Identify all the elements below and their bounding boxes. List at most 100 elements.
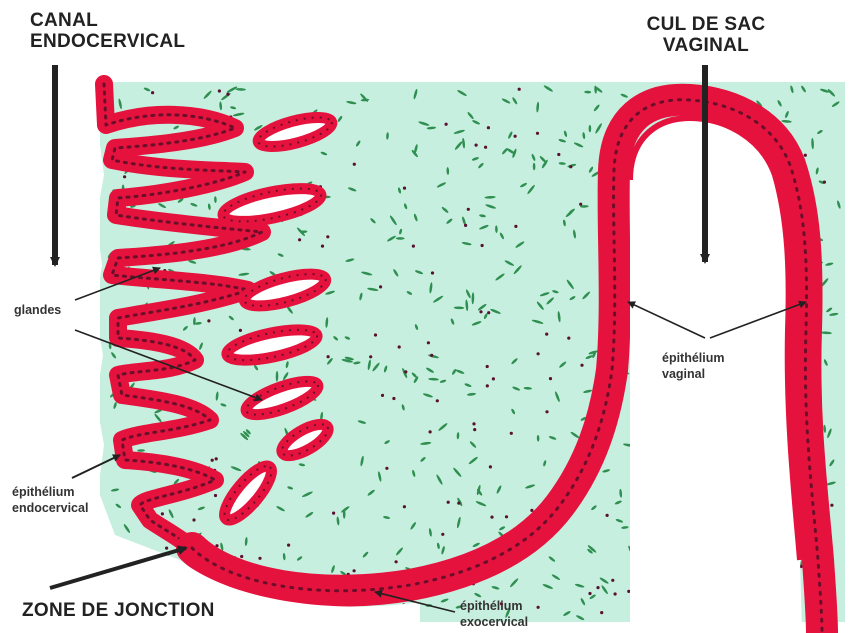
stroma-nucleus — [549, 377, 552, 380]
stroma-nucleus — [214, 494, 217, 497]
stroma-nucleus — [392, 397, 395, 400]
label-line: épithélium — [662, 350, 725, 366]
label-canal-endocervical: CANAL ENDOCERVICAL — [30, 10, 185, 52]
stroma-nucleus — [487, 311, 490, 314]
stroma-nucleus — [823, 181, 826, 184]
stroma-nucleus — [258, 557, 261, 560]
stroma-nucleus — [596, 586, 599, 589]
stroma-nucleus — [353, 569, 356, 572]
stroma-nucleus — [580, 364, 583, 367]
stroma-nucleus — [479, 310, 482, 313]
stroma-nucleus — [369, 355, 372, 358]
label-line: endocervical — [12, 500, 88, 516]
stroma-nucleus — [536, 132, 539, 135]
label-line: CANAL — [30, 10, 185, 31]
label-line: VAGINAL — [632, 35, 780, 56]
stroma-nucleus — [447, 501, 450, 504]
stroma-nucleus — [457, 502, 460, 505]
stroma-nucleus — [161, 512, 164, 515]
stroma-nucleus — [567, 337, 570, 340]
stroma-nucleus — [404, 370, 407, 373]
stroma-nucleus — [218, 89, 221, 92]
stroma-nucleus — [611, 579, 614, 582]
label-glandes: glandes — [14, 302, 61, 318]
stroma-nucleus — [374, 333, 377, 336]
stroma-nucleus — [287, 544, 290, 547]
stroma-nucleus — [165, 547, 168, 550]
stroma-nucleus — [579, 203, 582, 206]
stroma-nucleus — [557, 153, 560, 156]
stroma-nucleus — [226, 93, 229, 96]
stroma-nucleus — [332, 511, 335, 514]
stroma-nucleus — [484, 146, 487, 149]
stroma-nucleus — [412, 245, 415, 248]
stroma-cell — [589, 125, 592, 132]
stroma-nucleus — [395, 560, 398, 563]
stroma-nucleus — [473, 428, 476, 431]
stroma-nucleus — [518, 88, 521, 91]
label-line: vaginal — [662, 366, 725, 382]
stroma-nucleus — [123, 175, 126, 178]
label-line: CUL DE SAC — [632, 14, 780, 35]
stroma-nucleus — [192, 518, 195, 521]
stroma-nucleus — [385, 467, 388, 470]
label-line: ENDOCERVICAL — [30, 31, 185, 52]
stroma-nucleus — [804, 154, 807, 157]
stroma-nucleus — [403, 505, 406, 508]
stroma-nucleus — [240, 555, 243, 558]
stroma-nucleus — [327, 355, 330, 358]
stroma-nucleus — [545, 410, 548, 413]
stroma-nucleus — [489, 465, 492, 468]
stroma-nucleus — [464, 224, 467, 227]
label-zone-de-jonction: ZONE DE JONCTION — [22, 600, 215, 621]
label-line: épithélium — [12, 484, 88, 500]
stroma-nucleus — [467, 208, 470, 211]
stroma-nucleus — [321, 245, 324, 248]
stroma-nucleus — [379, 285, 382, 288]
stroma-nucleus — [403, 187, 406, 190]
label-line: ZONE DE JONCTION — [22, 600, 215, 621]
stroma-nucleus — [427, 341, 430, 344]
stroma-nucleus — [381, 394, 384, 397]
stroma-nucleus — [472, 422, 475, 425]
stroma-nucleus — [830, 504, 833, 507]
stroma-nucleus — [207, 319, 210, 322]
stroma-cell — [396, 237, 405, 240]
stroma-nucleus — [588, 592, 591, 595]
label-epithelium-endocervical: épithélium endocervical — [12, 484, 88, 516]
label-line: glandes — [14, 302, 61, 318]
stroma-nucleus — [430, 354, 433, 357]
stroma-nucleus — [441, 533, 444, 536]
label-epithelium-vaginal: épithélium vaginal — [662, 350, 725, 382]
stroma-nucleus — [431, 271, 434, 274]
stroma-nucleus — [514, 135, 517, 138]
stroma-nucleus — [490, 516, 493, 519]
stroma-nucleus — [530, 509, 533, 512]
stroma-nucleus — [429, 430, 432, 433]
label-epithelium-exocervical: épithélium exocervical — [460, 598, 528, 630]
stroma-nucleus — [614, 592, 617, 595]
stroma-nucleus — [606, 514, 609, 517]
stroma-nucleus — [545, 333, 548, 336]
stroma-nucleus — [600, 611, 603, 614]
stroma-nucleus — [569, 165, 572, 168]
stroma-nucleus — [627, 590, 630, 593]
stroma-nucleus — [537, 352, 540, 355]
stroma-nucleus — [436, 399, 439, 402]
stroma-nucleus — [505, 515, 508, 518]
stroma-nucleus — [215, 457, 218, 460]
label-line: exocervical — [460, 614, 528, 630]
stroma-nucleus — [298, 238, 301, 241]
stroma-nucleus — [486, 384, 489, 387]
stroma-nucleus — [475, 144, 478, 147]
stroma-nucleus — [398, 345, 401, 348]
stroma-nucleus — [481, 244, 484, 247]
stroma-nucleus — [492, 377, 495, 380]
stroma-nucleus — [487, 126, 490, 129]
stroma-nucleus — [445, 123, 448, 126]
stroma-nucleus — [239, 329, 242, 332]
stroma-nucleus — [353, 163, 356, 166]
stroma-nucleus — [151, 91, 154, 94]
stroma-nucleus — [510, 432, 513, 435]
